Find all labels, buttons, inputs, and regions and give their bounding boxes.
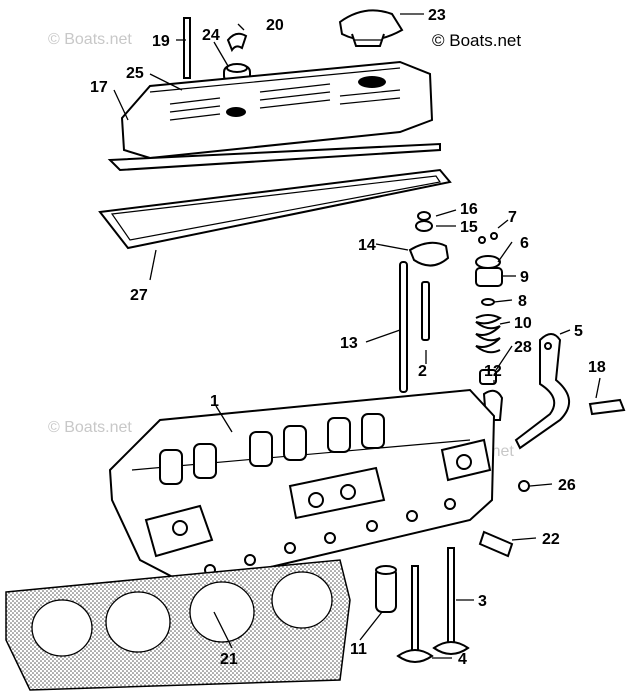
watermark-faint-top: © Boats.net [48,31,132,48]
callout-2: 2 [418,363,427,380]
rocker-arm [408,241,450,267]
callout-7: 7 [508,209,517,226]
callout-11: 11 [350,641,367,658]
oil-filler-cap [338,9,404,47]
valve-spring-assembly [475,232,503,385]
callout-13: 13 [340,335,358,352]
leader-lines [113,13,601,659]
callout-10: 10 [514,315,532,332]
intake-valve [396,565,434,663]
callout-20: 20 [266,17,284,34]
callout-24: 24 [202,27,220,44]
watermark-faint-left: © Boats.net [48,419,132,436]
callout-9: 9 [520,269,529,286]
callout-4: 4 [458,651,467,668]
callout-23: 23 [428,7,446,24]
callout-6: 6 [520,235,529,252]
callout-19: 19 [152,33,170,50]
callout-14: 14 [358,237,376,254]
cylinder-head [108,388,496,588]
callout-3: 3 [478,593,487,610]
callout-5: 5 [574,323,583,340]
rocker-arm-stud [421,281,430,341]
valve-cover-gasket [98,142,452,250]
push-rod [399,261,408,393]
callout-22: 22 [542,531,560,548]
callout-8: 8 [518,293,527,310]
head-plug [518,480,530,492]
callout-labels: 1 2 3 4 5 6 7 8 9 10 11 12 13 14 15 16 1… [90,7,606,668]
mounting-bracket [514,333,570,450]
exhaust-valve [432,547,470,655]
rocker-ball-and-nut [415,211,433,232]
bracket-bolt [588,398,626,416]
callout-21: 21 [220,651,238,668]
valve-lifter [375,565,397,613]
valve-rocker-cover [120,60,434,160]
cylinder-head-gasket [5,559,351,691]
callout-15: 15 [460,219,478,236]
callout-28: 28 [514,339,532,356]
callout-17: 17 [90,79,108,96]
watermark-main: © Boats.net [432,31,521,50]
callout-12: 12 [484,363,502,380]
callout-1: 1 [210,393,219,410]
callout-18: 18 [588,359,606,376]
callout-25: 25 [126,65,144,82]
callout-26: 26 [558,477,576,494]
callout-27: 27 [130,287,148,304]
water-fitting [478,530,514,558]
callout-16: 16 [460,201,478,218]
pcv-grommet-and-elbow [223,32,251,83]
